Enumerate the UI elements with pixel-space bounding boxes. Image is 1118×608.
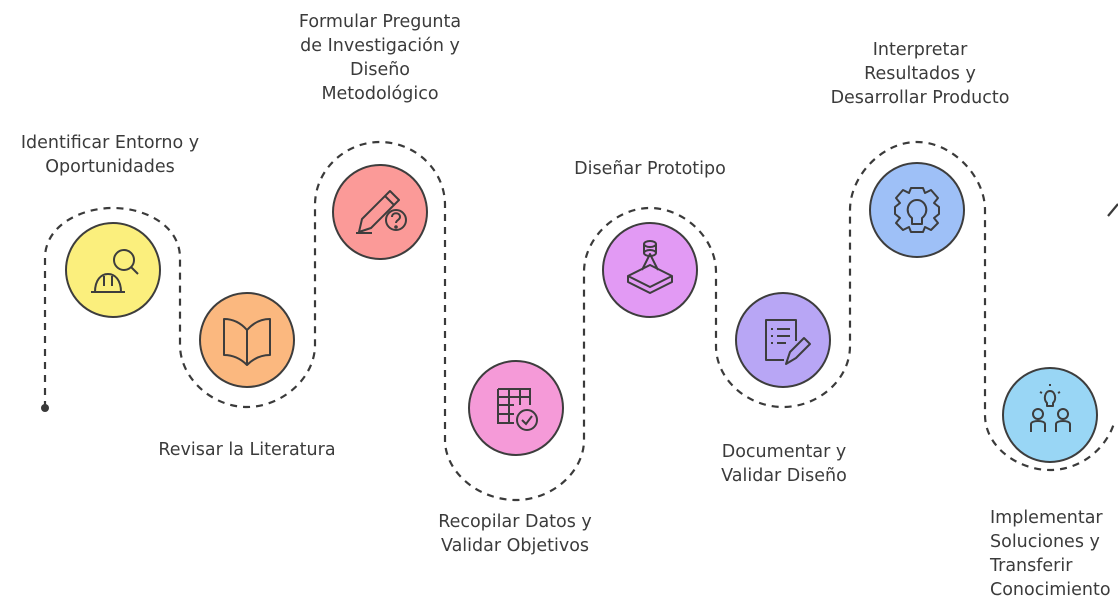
step-5-circle <box>602 222 698 318</box>
step-4-node <box>468 360 564 456</box>
step-2-node <box>199 292 295 388</box>
step-6-label: Documentar y Validar Diseño <box>721 442 847 486</box>
path-start-dot <box>41 404 49 412</box>
step-8-label: Implementar Soluciones y Transferir Cono… <box>990 508 1111 600</box>
document-sign-icon <box>765 319 811 365</box>
step-4-circle <box>468 360 564 456</box>
3d-shape-icon <box>627 240 673 294</box>
step-1-label: Identificar Entorno y Oportunidades <box>20 133 200 177</box>
step-5-label: Diseñar Prototipo <box>574 159 726 179</box>
step-3-node <box>332 164 428 260</box>
gear-bulb-icon <box>894 187 940 233</box>
step-8-node <box>1002 367 1098 463</box>
step-7-label: Interpretar Resultados y Desarrollar Pro… <box>830 40 1010 108</box>
path-end-arrow <box>1107 203 1118 217</box>
step-7-node <box>869 162 965 258</box>
step-1-circle <box>65 222 161 318</box>
step-4-label: Recopilar Datos y Validar Objetivos <box>438 512 592 556</box>
step-7-circle <box>869 162 965 258</box>
step-8-circle <box>1002 367 1098 463</box>
step-3-circle <box>332 164 428 260</box>
dashed-path <box>43 140 1117 502</box>
pencil-question-icon <box>356 190 407 234</box>
step-5-node <box>602 222 698 318</box>
open-book-icon <box>223 318 271 366</box>
hardhat-search-icon <box>91 249 139 293</box>
step-6-node <box>735 292 831 388</box>
step-1-node <box>65 222 161 318</box>
step-2-label: Revisar la Literatura <box>158 440 336 460</box>
table-check-icon <box>497 388 538 431</box>
step-6-circle <box>735 292 831 388</box>
people-idea-icon <box>1030 384 1071 432</box>
step-3-label: Formular Pregunta de Investigación y Dis… <box>298 12 462 104</box>
